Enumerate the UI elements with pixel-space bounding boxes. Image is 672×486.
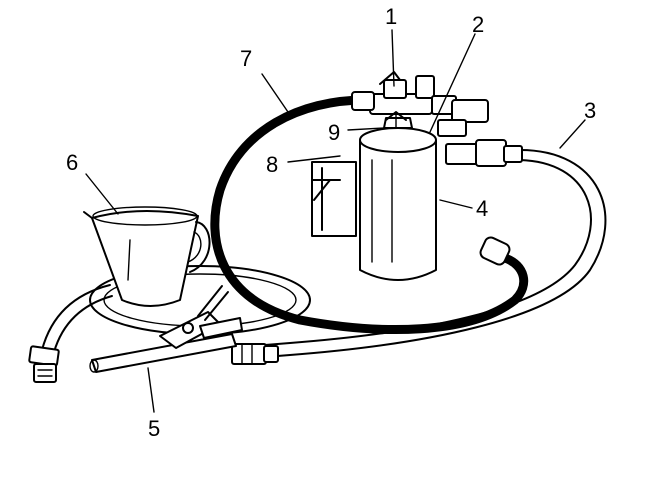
callout-8: 8: [266, 152, 278, 177]
callout-1: 1: [385, 4, 397, 29]
valve-manifold: [369, 71, 523, 167]
callout-3: 3: [584, 98, 596, 123]
callout-labels: 1 2 3 4 5 6 7 8 9: [66, 4, 596, 441]
callout-7: 7: [240, 46, 252, 71]
measuring-pitcher: [83, 206, 211, 307]
clear-hose-right: [231, 149, 607, 365]
callout-9: 9: [328, 120, 340, 145]
probe-tube-with-clamp: [89, 285, 243, 373]
callout-2: 2: [472, 12, 484, 37]
callout-4: 4: [476, 196, 488, 221]
black-hose: [210, 91, 529, 334]
callout-6: 6: [66, 150, 78, 175]
callout-5: 5: [148, 416, 160, 441]
leader-lines: [85, 29, 586, 413]
reservoir-tank: [311, 117, 437, 281]
